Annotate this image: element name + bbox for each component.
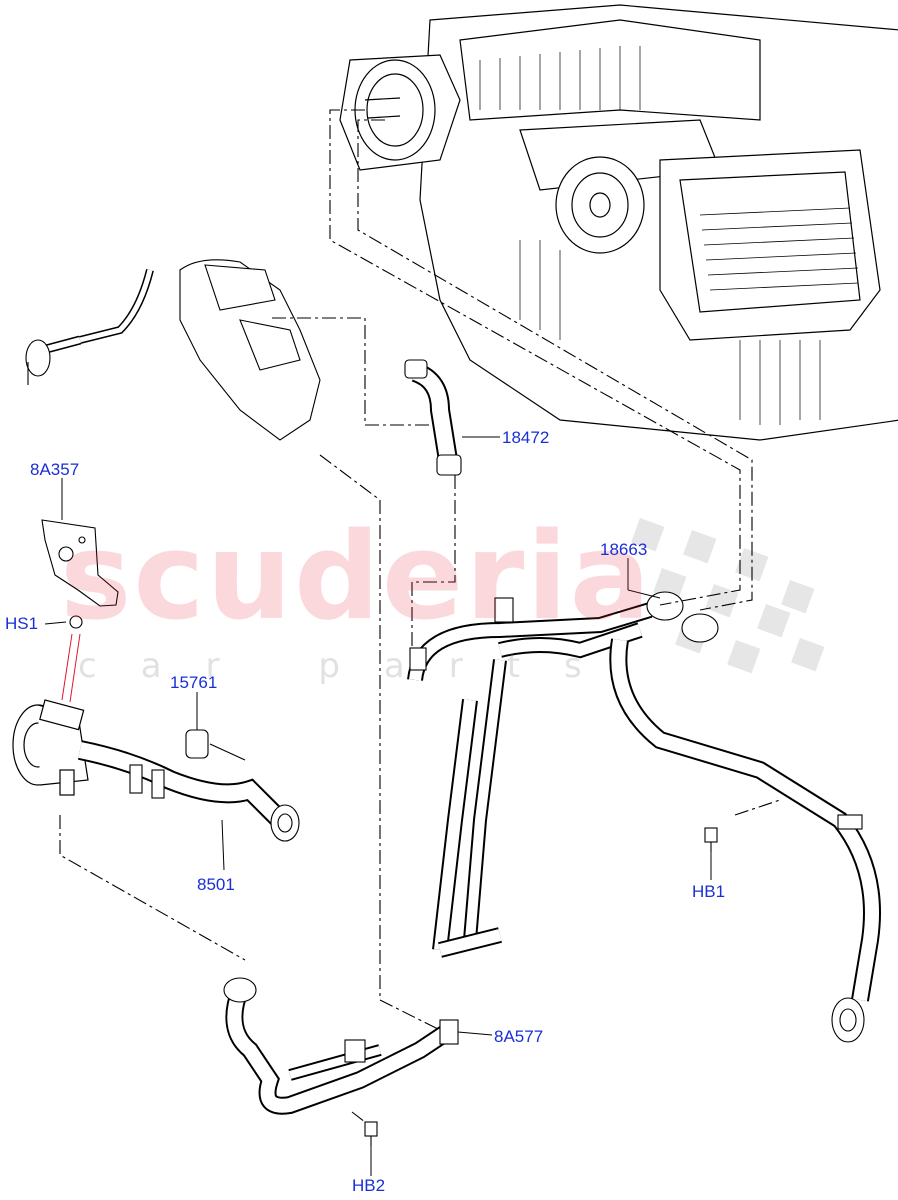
leader-lines (44, 436, 712, 1176)
fastener-hb2 (364, 1121, 378, 1146)
callout-8a577[interactable]: 8A577 (494, 1027, 544, 1046)
hose-8a577 (223, 977, 459, 1115)
connector-15761 (185, 729, 246, 761)
hose-8501-clips (129, 764, 300, 842)
hose-18472-ends (404, 359, 462, 476)
callout-15761[interactable]: 15761 (170, 673, 218, 692)
callout-hb1[interactable]: HB1 (692, 882, 726, 901)
callout-18663[interactable]: 18663 (600, 540, 648, 559)
callout-18472[interactable]: 18472 (502, 428, 550, 447)
hose-harness-18663 (407, 591, 881, 1043)
bracket-8a357 (41, 519, 119, 607)
coolant-pump-8501 (12, 699, 89, 796)
callout-hs1[interactable]: HS1 (5, 614, 39, 633)
fastener-hs1 (69, 615, 83, 629)
callout-hb2[interactable]: HB2 (352, 1176, 386, 1195)
callout-8a357[interactable]: 8A357 (30, 460, 80, 479)
callout-8501[interactable]: 8501 (197, 875, 235, 894)
valve-bracket-assembly (25, 259, 321, 441)
connection-lines (59, 109, 781, 1123)
hvac-housing (339, 4, 898, 441)
alignment-lines-red (61, 633, 81, 703)
fastener-hb1 (704, 827, 718, 852)
